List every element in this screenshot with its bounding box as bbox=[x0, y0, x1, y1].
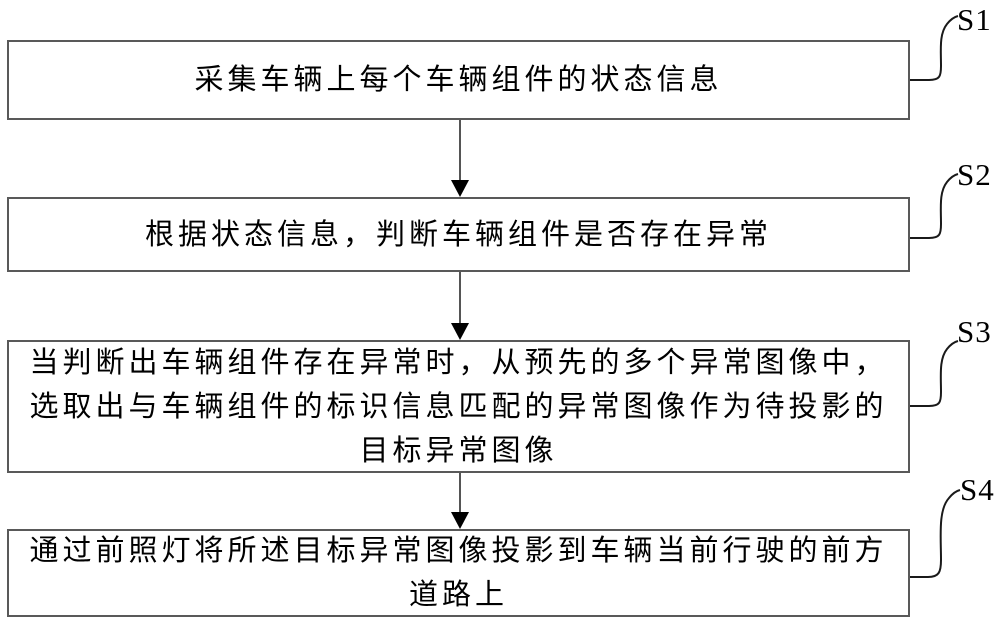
step-s3-text-line1: 当判断出车辆组件存在异常时，从预先的多个异常图像中， bbox=[29, 346, 888, 379]
flow-arrow-s3-s4 bbox=[451, 473, 469, 529]
step-label-s3: S3 bbox=[957, 314, 992, 349]
step-label-s2: S2 bbox=[957, 157, 992, 192]
flow-arrow-s2-s3 bbox=[451, 272, 469, 340]
arrowhead-icon bbox=[451, 512, 469, 529]
arrowhead-icon bbox=[451, 180, 469, 197]
step-s2-text: 根据状态信息，判断车辆组件是否存在异常 bbox=[144, 218, 772, 251]
step-box-s1: 采集车辆上每个车辆组件的状态信息 bbox=[7, 40, 910, 120]
step-box-s4: 通过前照灯将所述目标异常图像投影到车辆当前行驶的前方 道路上 bbox=[7, 529, 910, 617]
step-label-s1: S1 bbox=[957, 2, 992, 37]
step-s4-text-line2: 道路上 bbox=[408, 579, 508, 611]
flow-arrow-s1-s2 bbox=[451, 120, 469, 197]
step-s4-text-line1: 通过前照灯将所述目标异常图像投影到车辆当前行驶的前方 bbox=[29, 535, 888, 567]
step-label-s4: S4 bbox=[960, 472, 995, 507]
step-box-s2: 根据状态信息，判断车辆组件是否存在异常 bbox=[7, 197, 910, 272]
step-s1-text: 采集车辆上每个车辆组件的状态信息 bbox=[194, 64, 723, 96]
leader-curve-s3 bbox=[909, 340, 959, 407]
step-s3-text-line3: 目标异常图像 bbox=[359, 434, 558, 467]
leader-curve-s1 bbox=[909, 15, 959, 81]
arrowhead-icon bbox=[451, 323, 469, 340]
step-s3-text-line2: 选取出与车辆组件的标识信息匹配的异常图像作为待投影的 bbox=[29, 390, 888, 423]
leader-curve-s2 bbox=[909, 173, 959, 239]
step-box-s3: 当判断出车辆组件存在异常时，从预先的多个异常图像中， 选取出与车辆组件的标识信息… bbox=[7, 340, 910, 473]
leader-curve-s4 bbox=[909, 489, 961, 578]
